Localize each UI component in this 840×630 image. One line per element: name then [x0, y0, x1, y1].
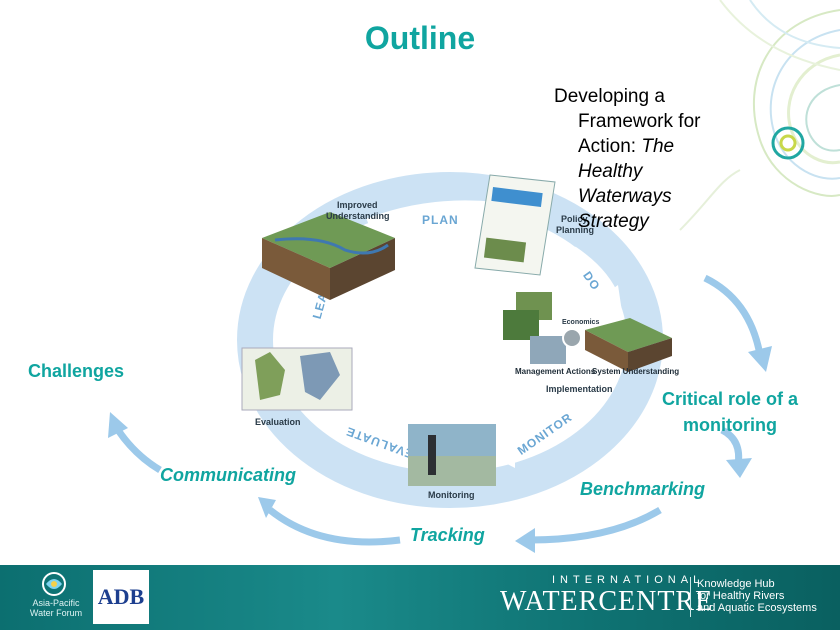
management-actions-label: Management Actions: [515, 367, 596, 376]
improved-label-1: Improved: [337, 200, 378, 210]
policy-label-2: Planning: [556, 225, 594, 235]
decorative-swirl: [679, 0, 840, 231]
improved-understanding-image: [262, 212, 395, 300]
iwc-international-text: INTERNATIONAL: [552, 574, 705, 586]
economics-label: Economics: [562, 319, 599, 326]
monitoring-photo: [408, 424, 496, 486]
framework-line-2: Framework for: [578, 111, 701, 132]
plan-arrow: [366, 200, 497, 238]
iwc-name-text: WATERCENTRE: [500, 586, 714, 617]
evaluation-label: Evaluation: [255, 417, 301, 427]
page-title: Outline: [364, 20, 476, 56]
critical-role-label: Critical role of a monitoring: [661, 389, 799, 435]
kh-line-1: Knowledge Hub: [697, 578, 775, 590]
outer-arrow-left: [115, 428, 162, 474]
implementation-images: [503, 292, 672, 372]
framework-line-3: Action: The: [554, 134, 754, 159]
kh-line-2: for Healthy Rivers: [697, 590, 785, 602]
improved-label-2: Understanding: [326, 211, 390, 221]
knowledge-hub-text: Knowledge Hub for Healthy Rivers and Aqu…: [697, 578, 817, 614]
evaluation-image: [241, 347, 353, 411]
evaluate-arrow: [323, 412, 413, 465]
footer-divider: [690, 577, 691, 617]
challenges-label: Challenges: [28, 361, 125, 381]
kh-line-3: and Aquatic Ecosystems: [697, 602, 817, 614]
policy-label-1: Policy: [561, 214, 588, 224]
adb-logo: ADB: [93, 570, 149, 624]
benchmarking-label: Benchmarking: [580, 479, 706, 499]
framework-line-6: Strategy: [578, 211, 649, 232]
framework-line-5: Waterways: [578, 186, 672, 207]
plan-label: PLAN: [422, 213, 459, 227]
framework-line-1: Developing a: [554, 86, 665, 107]
tracking-label: Tracking: [410, 525, 485, 545]
apwf-line-2: Water Forum: [29, 608, 83, 618]
outer-arrow-bottom-left: [267, 507, 401, 546]
apwf-logo-icon: [42, 572, 66, 596]
apwf-line-1: Asia-Pacific: [32, 598, 80, 608]
outer-arrow-right-top: [703, 274, 764, 356]
monitor-arrow: [507, 402, 593, 462]
framework-line-3-italic: The: [641, 136, 675, 157]
policy-document-image: [474, 174, 556, 276]
communicating-label: Communicating: [160, 465, 297, 485]
framework-heading: Developing a Framework for Action: The H…: [554, 84, 754, 234]
monitoring-label: Monitoring: [428, 490, 475, 500]
cycle-diagram: PLAN DO MONITOR EVALUATE LEARN Improved …: [108, 172, 772, 553]
framework-line-4: Healthy: [578, 161, 643, 182]
outer-arrow-bottom-right: [529, 506, 662, 544]
system-understanding-label: System Understanding: [592, 367, 679, 376]
framework-line-3-prefix: Action:: [578, 136, 642, 157]
implementation-label: Implementation: [546, 384, 613, 394]
apwf-text: Asia-Pacific Water Forum: [14, 598, 98, 618]
